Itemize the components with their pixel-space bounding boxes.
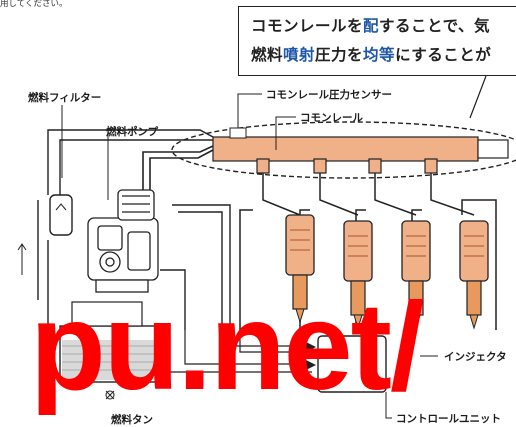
rail-outlet-1 [256,158,270,174]
fuel-pump-label: 燃料ポンプ [106,126,159,138]
callout-text-2a: 燃料 [251,46,284,64]
fuel-tank [59,301,161,383]
injector-3 [401,220,431,330]
top-note-text: 用してください。 [0,0,68,9]
fuel-pump-assembly [87,189,159,293]
ecu-wiring [160,330,312,373]
callout-line-1: コモンレールを配することで、気 [251,14,490,36]
callout-text-1b: することで、気 [379,17,490,35]
pressure-sensor-label: コモンレール圧力センサー [266,89,392,101]
watermark-text: pu.net/ [30,278,424,416]
rail-outlet-3 [368,158,382,174]
rail-end-valve [477,139,509,159]
injector-label: インジェクタ [444,351,507,363]
signal-arrow-icon [306,360,316,370]
injectors [285,214,489,330]
callout-box: コモンレールを配することで、気 燃料噴射圧力を均等にすることが [238,6,516,76]
rail-outlet-4 [424,158,438,174]
callout-pointer [469,75,487,119]
flow-arrow-icon [55,203,67,211]
ecu-leader-line [385,392,392,419]
callout-highlight-2: 噴射 [283,46,316,64]
high-pressure-lines [142,145,214,215]
callout-line-2: 燃料噴射圧力を均等にすることが [251,43,491,65]
rail-leader-line [275,116,296,150]
callout-text-1a: コモンレールを [251,17,364,35]
callout-text-2c: にすることが [395,46,492,64]
callout-highlight-3: 均等 [363,46,396,64]
injector-1 [285,214,315,324]
rail-highlight-ellipse [171,121,516,179]
rail-pressure-sensor-icon [229,127,247,139]
callout-highlight-1: 配 [363,17,380,35]
common-rail-label: コモンレール [300,112,363,124]
control-unit-label: コントロールユニット [396,413,501,425]
callout-text-2b: 圧力を [315,46,364,64]
fuel-filter-label: 燃料フィルター [28,92,102,104]
control-unit-box [317,335,387,393]
fuel-filter-body [49,194,73,236]
injector-4 [459,220,489,330]
rail-outlet-2 [313,158,327,174]
fuel-return-lines [37,129,231,330]
common-rail-body [212,136,479,162]
signal-arrow-icon [306,342,316,352]
tank-drain [105,390,115,400]
rail-outlets [256,158,438,174]
sensor-leader-line [237,93,262,128]
injector-2 [343,220,373,330]
pump-feed-arrows [17,243,27,275]
fuel-tank-label: 燃料タン [111,414,153,426]
label-leaders [61,93,438,419]
